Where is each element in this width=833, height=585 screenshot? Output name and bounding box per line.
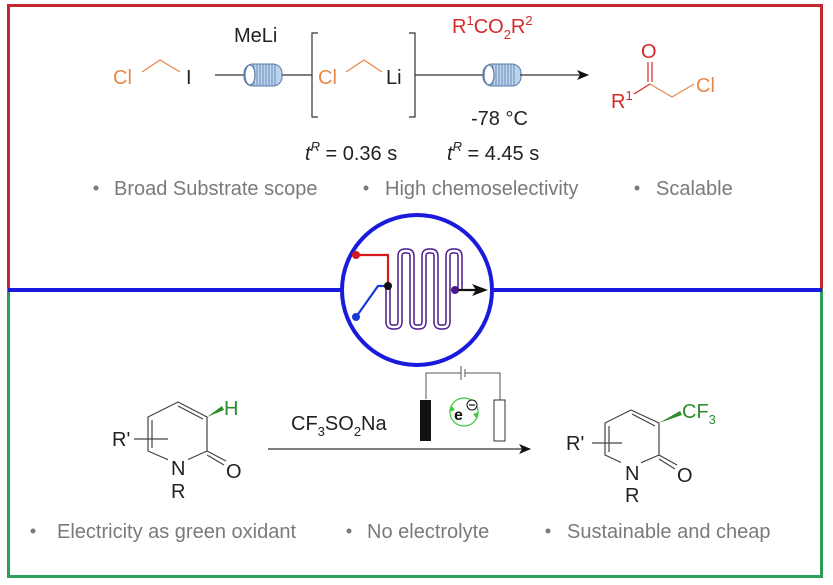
- substrate-r-prime: R': [112, 429, 130, 451]
- anode-icon: [420, 400, 431, 441]
- start-i-atom: I: [186, 67, 192, 89]
- start-material-chloroiodomethane: Cl I: [113, 59, 192, 89]
- substrate-o-atom: O: [226, 461, 242, 483]
- flow-microreactor-icon: [340, 213, 494, 367]
- bottom-feature-list: Electricity as green oxidant No electrol…: [30, 521, 771, 543]
- cathode-icon: [493, 399, 506, 442]
- start-cl-atom: Cl: [113, 67, 132, 89]
- substrate-2-pyridone: H R' N R O: [112, 398, 242, 503]
- substrate-h-atom: H: [224, 398, 238, 420]
- feature-item: High chemoselectivity: [385, 178, 578, 200]
- reagent-langlois: CF3SO2Na: [291, 413, 387, 439]
- reagent-meli: MeLi: [234, 25, 277, 47]
- top-feature-list: Broad Substrate scope High chemoselectiv…: [93, 178, 733, 200]
- reagent-ester: R1CO2R2: [452, 13, 533, 42]
- product-r-group: R: [625, 485, 639, 507]
- intermediate-cl-atom: Cl: [318, 67, 337, 89]
- residence-time-1: tR = 0.36 s: [305, 139, 397, 165]
- product-3-trifluoromethyl-pyridone: CF3 R' N R O: [566, 401, 716, 507]
- feature-item: Broad Substrate scope: [114, 178, 317, 200]
- temperature-label: -78 °C: [471, 108, 528, 130]
- substrate-n-atom: N: [171, 458, 185, 480]
- product-cf3-group: CF3: [682, 401, 716, 427]
- product-cl-atom: Cl: [696, 75, 715, 97]
- product-o-atom: O: [641, 41, 657, 63]
- feature-item: Sustainable and cheap: [567, 521, 771, 543]
- product-n-atom: N: [625, 463, 639, 485]
- coil-reactor-1-icon: [243, 63, 283, 87]
- feature-item: Scalable: [656, 178, 733, 200]
- electrochemical-cell-icon: e: [420, 366, 506, 442]
- product-chloromethyl-ketone: O R1 Cl: [611, 41, 715, 113]
- feature-item: No electrolyte: [367, 521, 489, 543]
- product-r-prime: R': [566, 433, 584, 455]
- residence-time-2: tR = 4.45 s: [447, 139, 539, 165]
- product-o-atom: O: [677, 465, 693, 487]
- feature-item: Electricity as green oxidant: [57, 521, 296, 543]
- product-r1: R1: [611, 88, 633, 113]
- coil-reactor-2-icon: [482, 63, 522, 87]
- intermediate-chloromethyllithium: Cl Li: [311, 32, 416, 118]
- electron-label: e: [454, 407, 463, 424]
- substrate-r-group: R: [171, 481, 185, 503]
- intermediate-li-atom: Li: [386, 67, 402, 89]
